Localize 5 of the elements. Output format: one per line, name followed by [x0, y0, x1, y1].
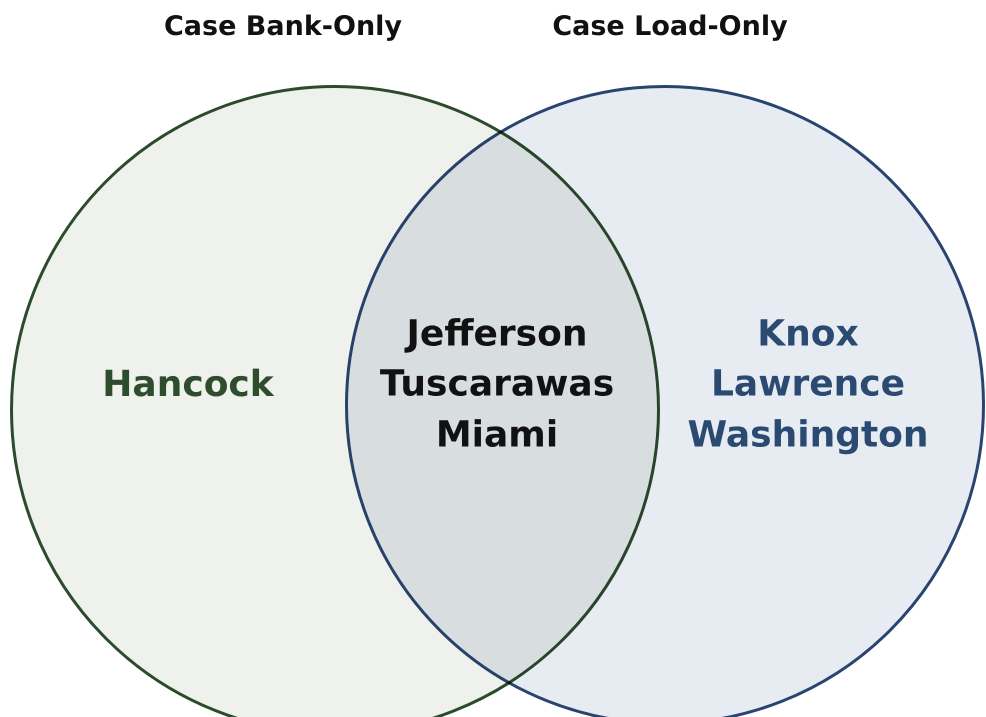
set-members: Knox Lawrence Washington	[686, 312, 930, 458]
set-members: Hancock	[101, 362, 276, 407]
set-heading: Case Load-Only	[552, 10, 788, 44]
intersection-members: Jefferson Tuscarawas Miami	[378, 312, 616, 458]
set-heading: Case Bank-Only	[164, 10, 402, 44]
